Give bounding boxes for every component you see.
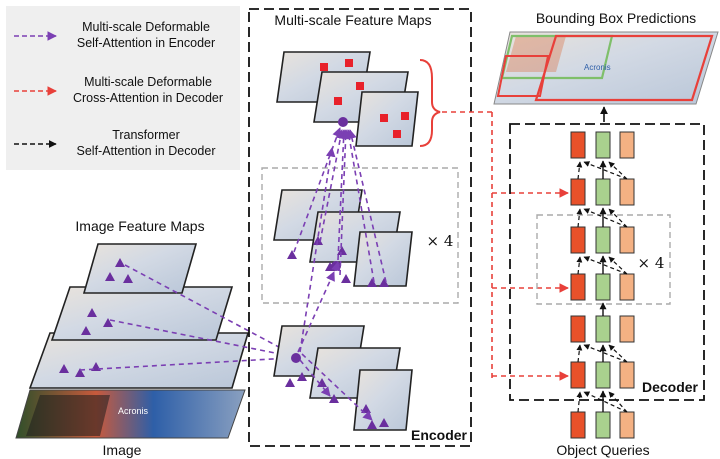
bbox-prediction-image: Acronis [493,31,719,105]
multi-scale-feature-maps-title: Multi-scale Feature Maps [274,12,431,28]
encoder-box [248,8,472,447]
bounding-box-predictions-title: Bounding Box Predictions [536,10,696,26]
legend-label-line1: Multi-scale Deformable [82,20,210,34]
encoder-repeat-box [261,167,459,304]
feature-map-level-2 [50,286,234,341]
encoder-repeat-label: × 4 [427,232,454,250]
object-queries-label: Object Queries [556,442,649,458]
jersey-text: Acronis [118,406,149,416]
image-feature-maps-title: Image Feature Maps [75,218,204,234]
decoder-repeat-label: × 4 [638,254,665,272]
token-row-2 [570,178,635,206]
legend-label-line2: Cross-Attention in Decoder [73,91,223,105]
feature-map-level-1 [28,332,250,389]
legend-background [6,6,240,170]
token-row-4 [570,273,635,301]
legend-label-line2: Self-Attention in Decoder [77,144,216,158]
legend-label-line1: Multi-scale Deformable [84,75,212,89]
token-row-1 [570,131,635,159]
bbox-red-small [496,55,550,97]
encoder-attention-arrows [293,127,387,421]
legend-label-line1: Transformer [112,128,180,142]
object-query-row [570,411,635,439]
middle-feature-map-stack [273,189,413,287]
feature-map-brace [419,59,441,147]
decoder-self-attention-arrows [576,161,628,413]
token-row-5 [570,315,635,343]
circle-query-icon [291,353,301,363]
top-feature-map-stack [276,51,419,147]
square-sample-icon [320,59,409,138]
cross-attention-arrows [492,188,569,381]
legend-label-line2: Self-Attention in Encoder [77,36,215,50]
decoder-box [509,123,705,401]
legend-item-decoder-cross-attention: Multi-scale Deformable Cross-Attention i… [14,75,223,105]
jersey-text: Acronis [584,63,611,72]
legend: Multi-scale Deformable Self-Attention in… [6,6,240,170]
legend-item-decoder-self-attention: Transformer Self-Attention in Decoder [14,128,215,158]
circle-query-icon [338,117,348,127]
feature-map-level-3 [82,243,198,294]
token-row-6 [570,361,635,389]
legend-item-encoder-self-attention: Multi-scale Deformable Self-Attention in… [14,20,215,50]
encoder-label: Encoder [411,427,468,443]
image-label: Image [103,442,142,458]
triangle-point-icon [285,372,389,429]
token-row-3 [570,226,635,254]
input-image: Acronis [15,389,246,439]
decoder-label: Decoder [642,379,699,395]
image-to-encoder-arrows [79,264,293,371]
image-feature-map-stack [28,243,250,389]
bottom-feature-map-stack [273,325,413,431]
